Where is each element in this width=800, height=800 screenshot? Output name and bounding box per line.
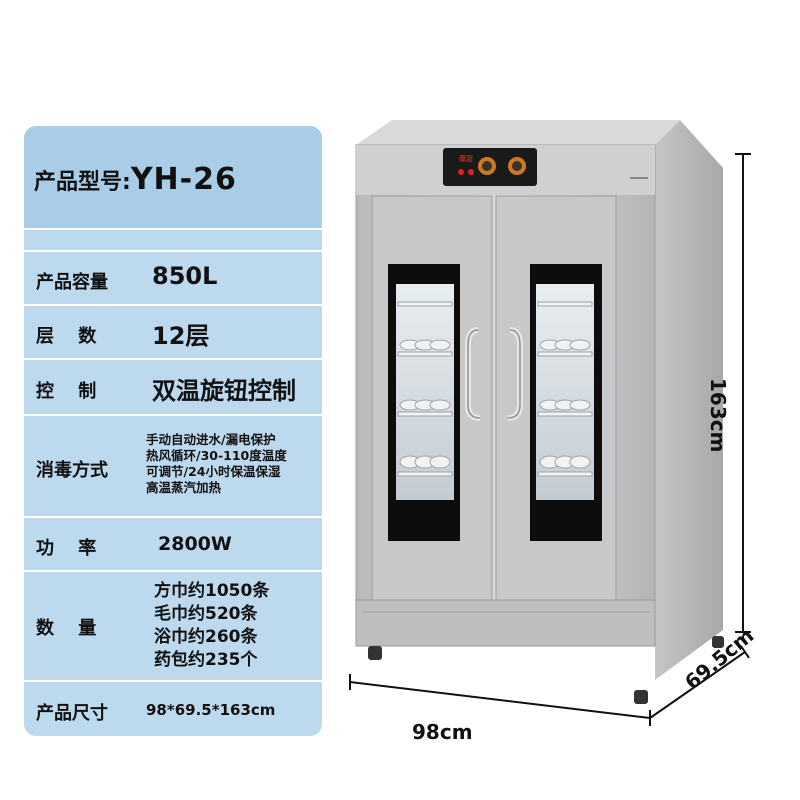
spec-label: 控 制 (36, 381, 97, 402)
spec-line: 浴巾约260条 (154, 627, 258, 647)
width-dimension-line (349, 674, 651, 726)
spec-value: 12层 (152, 322, 210, 350)
cabinet-illustration: 康厨 (349, 120, 751, 726)
spec-value: 2800W (158, 533, 232, 555)
brand-logo: 康厨 (459, 154, 473, 163)
model-label: 产品型号: (34, 170, 131, 195)
right-trays (537, 301, 593, 477)
spec-row-size: 产品尺寸 98*69.5*163cm (24, 680, 322, 736)
spec-line: 毛巾约520条 (154, 604, 258, 624)
spec-row-capacity: 产品容量 850L (24, 250, 322, 304)
indicator-light (468, 169, 474, 175)
spec-line: 药包约235个 (154, 650, 258, 670)
spec-line: 可调节/24小时保温保湿 (146, 464, 281, 479)
model-header: 产品型号:YH-26 (24, 126, 322, 228)
cabinet-side (655, 120, 723, 680)
cabinet-base (355, 599, 656, 647)
height-dimension-label: 163cm (706, 378, 730, 453)
width-dimension-label: 98cm (412, 720, 473, 744)
model-number: 产品型号:YH-26 (34, 162, 237, 197)
spec-row-disinfection: 消毒方式 手动自动进水/漏电保护 热风循环/30-110度温度 可调节/24小时… (24, 414, 322, 516)
spec-line: 高温蒸汽加热 (146, 480, 222, 495)
spec-row-quantity: 数 量 方巾约1050条 毛巾约520条 浴巾约260条 药包约235个 (24, 570, 322, 680)
spec-label: 数 量 (36, 618, 97, 639)
depth-dimension-line (649, 645, 750, 719)
spec-line: 热风循环/30-110度温度 (146, 448, 287, 463)
spec-value-lines: 手动自动进水/漏电保护 热风循环/30-110度温度 可调节/24小时保温保湿 … (146, 432, 287, 496)
left-trays (397, 301, 453, 477)
spec-value: 双温旋钮控制 (152, 377, 296, 405)
spec-value: 850L (152, 262, 218, 290)
spec-table: 产品型号:YH-26 产品容量 850L 层 数 12层 控 制 双温旋钮控制 … (24, 126, 322, 736)
spec-label: 功 率 (36, 538, 97, 559)
caster-wheel (634, 690, 648, 704)
spec-label: 层 数 (36, 326, 97, 347)
spec-line: 手动自动进水/漏电保护 (146, 432, 276, 447)
spacer-row (24, 228, 322, 250)
caster-wheel (368, 646, 382, 660)
spec-row-power: 功 率 2800W (24, 516, 322, 570)
spec-value-lines: 方巾约1050条 毛巾约520条 浴巾约260条 药包约235个 (154, 580, 269, 672)
spec-line: 方巾约1050条 (154, 581, 270, 601)
spec-label: 产品容量 (36, 272, 108, 293)
spec-value: 98*69.5*163cm (146, 701, 276, 719)
indicator-light (458, 169, 464, 175)
spec-label: 消毒方式 (36, 460, 108, 481)
caster-wheel (712, 636, 724, 648)
model-value: YH-26 (130, 162, 237, 197)
spec-label: 产品尺寸 (36, 703, 108, 724)
spec-row-layers: 层 数 12层 (24, 304, 322, 358)
height-dimension-line (735, 153, 751, 633)
spec-row-control: 控 制 双温旋钮控制 (24, 358, 322, 414)
cabinet-top (356, 120, 680, 145)
